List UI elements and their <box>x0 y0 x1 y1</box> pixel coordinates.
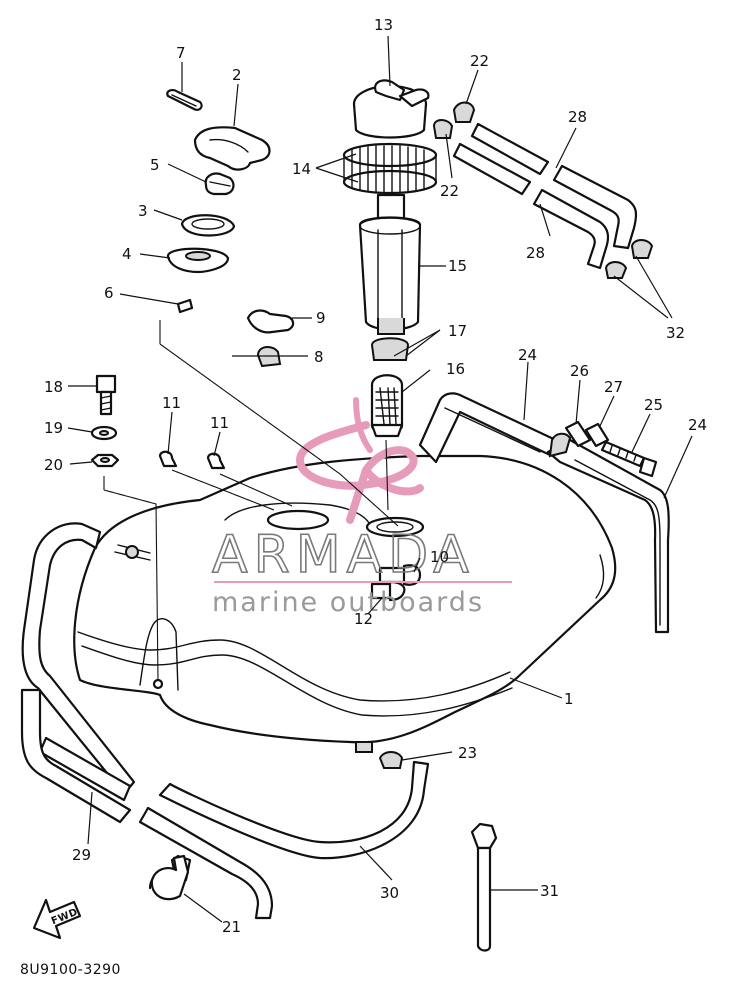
callout-19: 19 <box>44 419 63 437</box>
callout-24-right: 24 <box>688 416 707 434</box>
callout-5: 5 <box>150 156 160 174</box>
callout-2: 2 <box>232 66 242 84</box>
callout-16: 16 <box>446 360 465 378</box>
callout-20: 20 <box>44 456 63 474</box>
watermark: ARMADA marine outboards <box>211 397 512 618</box>
fasteners-25-27 <box>564 420 658 478</box>
callout-10: 10 <box>430 548 449 566</box>
callout-24-left: 24 <box>518 346 537 364</box>
callout-21: 21 <box>222 918 241 936</box>
callout-6: 6 <box>104 284 114 302</box>
cap-and-gaskets <box>166 89 271 314</box>
hose-bracket <box>148 854 192 901</box>
callout-12: 12 <box>354 610 373 628</box>
hose-clips <box>246 309 295 368</box>
callout-25: 25 <box>644 396 663 414</box>
callout-3: 3 <box>138 202 148 220</box>
callout-27: 27 <box>604 378 623 396</box>
callout-31: 31 <box>540 882 559 900</box>
diagram-code: 8U9100-3290 <box>20 962 121 978</box>
fuel-gauge-stick <box>470 822 498 952</box>
forward-arrow: FWD <box>32 898 82 940</box>
callout-30: 30 <box>380 884 399 902</box>
watermark-brand: ARMADA <box>212 525 475 585</box>
callout-23: 23 <box>458 744 477 762</box>
leader-lines <box>67 35 693 923</box>
bolt-washer-nut <box>90 374 120 468</box>
callout-11-left: 11 <box>162 394 181 412</box>
callout-15: 15 <box>448 257 467 275</box>
callout-29: 29 <box>72 846 91 864</box>
watermark-tagline: marine outboards <box>212 587 484 618</box>
callout-22-top: 22 <box>470 52 489 70</box>
callout-18: 18 <box>44 378 63 396</box>
callout-1: 1 <box>564 690 574 708</box>
callout-4: 4 <box>122 245 132 263</box>
callout-9: 9 <box>316 309 326 327</box>
vent-hoses-upper <box>432 101 654 279</box>
callout-numbers: 7 2 5 3 4 6 9 8 13 14 15 17 16 22 22 28 … <box>44 16 707 936</box>
callout-22-bottom: 22 <box>440 182 459 200</box>
screws-11 <box>158 450 226 470</box>
vent-hose-30 <box>20 688 430 920</box>
callout-28-bottom: 28 <box>526 244 545 262</box>
callout-26: 26 <box>570 362 589 380</box>
fuel-sender-unit <box>342 79 438 361</box>
armada-logo-mark <box>295 421 424 524</box>
callout-11-right: 11 <box>210 414 229 432</box>
callout-17: 17 <box>448 322 467 340</box>
callout-28-top: 28 <box>568 108 587 126</box>
callout-8: 8 <box>314 348 324 366</box>
fuel-filter <box>370 374 404 438</box>
tank-strap <box>418 392 670 634</box>
fuel-tank <box>73 454 617 753</box>
callout-14: 14 <box>292 160 311 178</box>
callout-7: 7 <box>176 44 186 62</box>
callout-13: 13 <box>374 16 393 34</box>
callout-32: 32 <box>666 324 685 342</box>
